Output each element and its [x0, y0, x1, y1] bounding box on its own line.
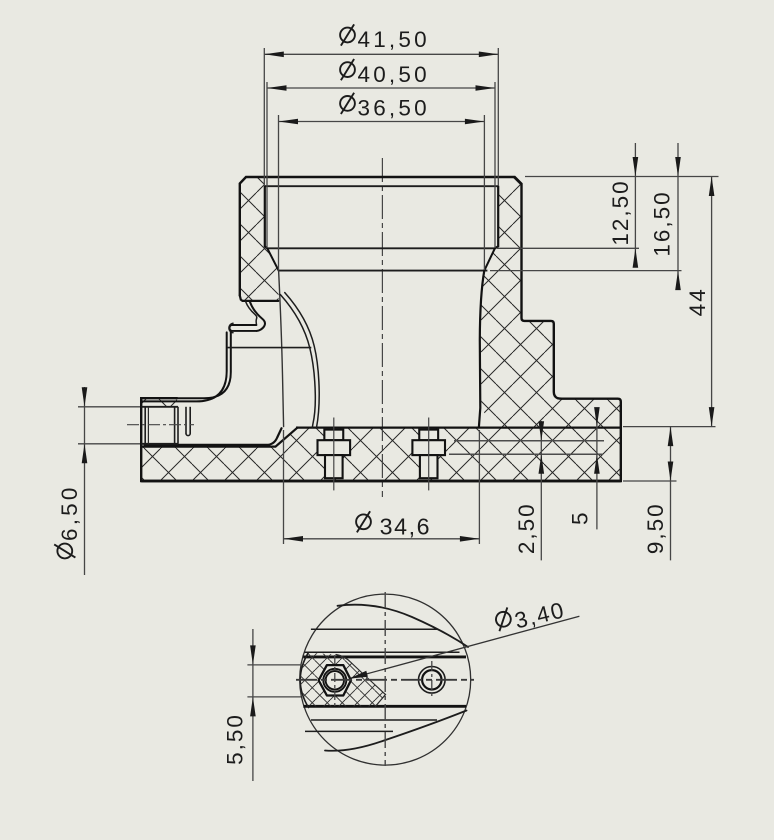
- svg-text:16,50: 16,50: [650, 190, 675, 256]
- svg-text:36,50: 36,50: [358, 96, 430, 121]
- svg-text:5,50: 5,50: [223, 713, 248, 765]
- svg-text:40,50: 40,50: [358, 62, 430, 87]
- svg-text:44: 44: [685, 287, 710, 316]
- svg-text:34,6: 34,6: [380, 514, 432, 540]
- svg-text:12,50: 12,50: [608, 179, 633, 245]
- svg-text:2,50: 2,50: [514, 502, 539, 554]
- svg-text:41,50: 41,50: [358, 27, 430, 52]
- svg-text:6,50: 6,50: [57, 484, 82, 541]
- svg-text:5: 5: [568, 511, 593, 526]
- svg-text:9,50: 9,50: [643, 502, 668, 554]
